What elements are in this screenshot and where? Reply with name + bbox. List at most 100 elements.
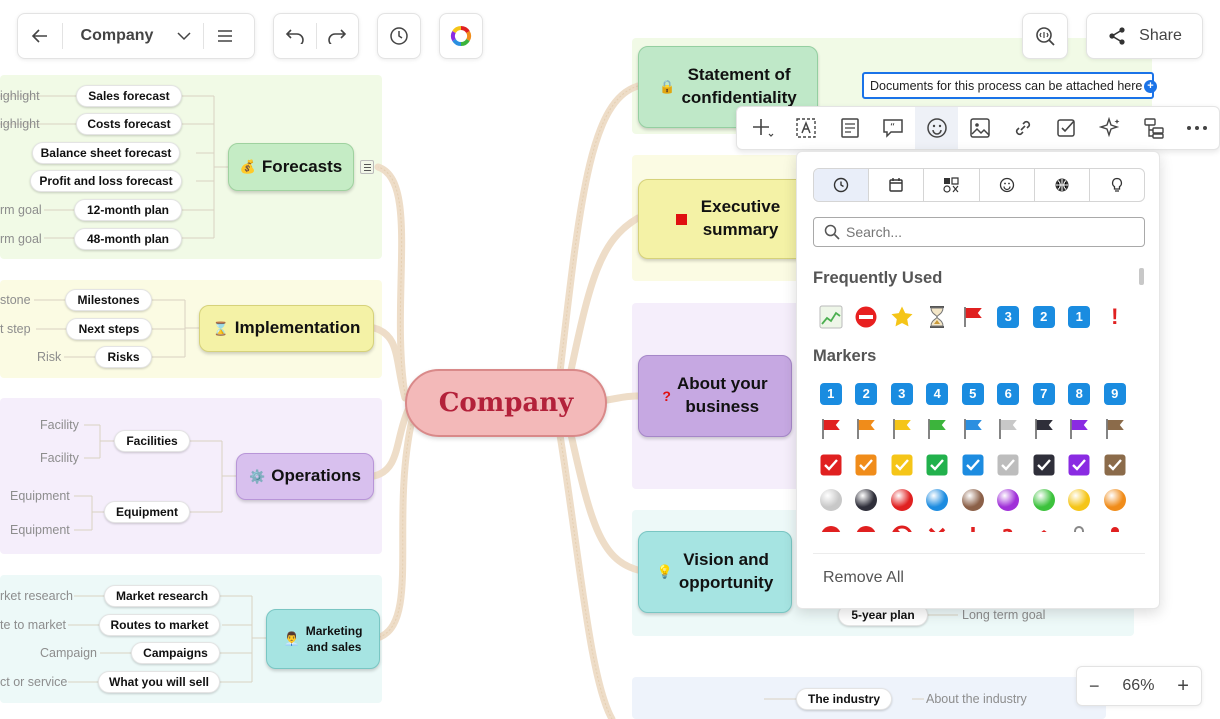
- subtopic-routes-to-market[interactable]: Routes to market: [99, 614, 220, 636]
- marker-symbol-8[interactable]: [1062, 518, 1098, 532]
- marker-hourglass[interactable]: [920, 299, 956, 335]
- marker-symbol-6[interactable]: ?: [991, 518, 1027, 532]
- undo-button[interactable]: [274, 14, 316, 58]
- ai-button[interactable]: [1089, 107, 1132, 149]
- tab-recent[interactable]: [814, 169, 870, 201]
- marker-number-1[interactable]: 1: [1062, 299, 1098, 335]
- marker-number-9[interactable]: 9: [1097, 376, 1133, 412]
- marker-check-3[interactable]: [884, 447, 920, 483]
- comment-button[interactable]: “: [871, 107, 914, 149]
- tab-ideas[interactable]: [1090, 169, 1144, 201]
- subtopic-equipment[interactable]: Equipment: [104, 501, 190, 523]
- zoom-fit-button[interactable]: [1022, 13, 1068, 59]
- marker-symbol-7[interactable]: [1026, 518, 1062, 532]
- more-button[interactable]: [1176, 107, 1219, 149]
- redo-button[interactable]: [317, 14, 358, 58]
- topic-operations[interactable]: ⚙️ Operations: [236, 453, 374, 500]
- topic-forecasts[interactable]: 💰 Forecasts: [228, 143, 354, 191]
- tab-calendar[interactable]: [869, 169, 925, 201]
- marker-check-2[interactable]: [849, 447, 885, 483]
- add-subtopic-icon[interactable]: +: [1144, 80, 1157, 93]
- marker-flag-1[interactable]: [813, 412, 849, 448]
- marker-flag-6[interactable]: [991, 412, 1027, 448]
- marker-flag-9[interactable]: [1097, 412, 1133, 448]
- marker-symbol-3[interactable]: [884, 518, 920, 532]
- marker-symbol-4[interactable]: [920, 518, 956, 532]
- zoom-in-button[interactable]: +: [1177, 674, 1189, 697]
- marker-search-box[interactable]: [813, 217, 1145, 247]
- text-style-button[interactable]: [784, 107, 827, 149]
- tab-symbols[interactable]: [924, 169, 980, 201]
- marker-flag-4[interactable]: [920, 412, 956, 448]
- marker-number-2[interactable]: 2: [849, 376, 885, 412]
- structure-button[interactable]: [1132, 107, 1175, 149]
- share-button[interactable]: Share: [1086, 13, 1203, 59]
- marker-flag-2[interactable]: [849, 412, 885, 448]
- marker-number-2[interactable]: 2: [1026, 299, 1062, 335]
- subtopic-sales-forecast[interactable]: Sales forecast: [76, 85, 182, 107]
- remove-all-button[interactable]: Remove All: [823, 569, 904, 586]
- subtopic-campaigns[interactable]: Campaigns: [131, 642, 220, 664]
- subtopic-milestones[interactable]: Milestones: [65, 289, 152, 311]
- marker-red-flag[interactable]: [955, 299, 991, 335]
- marker-dot-5[interactable]: [955, 483, 991, 519]
- marker-number-8[interactable]: 8: [1062, 376, 1098, 412]
- subtopic-12-month-plan[interactable]: 12-month plan: [74, 199, 182, 221]
- marker-flag-7[interactable]: [1026, 412, 1062, 448]
- image-button[interactable]: [958, 107, 1001, 149]
- marker-number-4[interactable]: 4: [920, 376, 956, 412]
- marker-check-5[interactable]: [955, 447, 991, 483]
- marker-exclamation[interactable]: !: [1097, 299, 1133, 335]
- marker-symbol-9[interactable]: [1097, 518, 1133, 532]
- panel-scrollbar[interactable]: [1139, 268, 1144, 285]
- note-button[interactable]: [828, 107, 871, 149]
- marker-flag-8[interactable]: [1062, 412, 1098, 448]
- marker-dot-1[interactable]: [813, 483, 849, 519]
- zoom-out-button[interactable]: −: [1089, 675, 1100, 696]
- back-button[interactable]: [18, 14, 62, 58]
- subtopic-market-research[interactable]: Market research: [104, 585, 220, 607]
- marker-dot-9[interactable]: [1097, 483, 1133, 519]
- task-button[interactable]: [1045, 107, 1088, 149]
- marker-number-5[interactable]: 5: [955, 376, 991, 412]
- subtopic-profit-loss-forecast[interactable]: Profit and loss forecast: [30, 170, 182, 192]
- title-dropdown-button[interactable]: [171, 14, 197, 58]
- document-title[interactable]: Company: [80, 27, 154, 44]
- marker-no-entry[interactable]: [849, 299, 885, 335]
- add-topic-button[interactable]: [741, 107, 784, 149]
- marker-check-1[interactable]: [813, 447, 849, 483]
- marker-number-6[interactable]: 6: [991, 376, 1027, 412]
- history-button[interactable]: [377, 13, 421, 59]
- marker-check-6[interactable]: [991, 447, 1027, 483]
- tab-activities[interactable]: [1035, 169, 1090, 201]
- emoji-button[interactable]: [914, 107, 959, 149]
- subtopic-what-you-will-sell[interactable]: What you will sell: [98, 671, 220, 693]
- link-button[interactable]: [1002, 107, 1045, 149]
- marker-dot-6[interactable]: [991, 483, 1027, 519]
- subtopic-costs-forecast[interactable]: Costs forecast: [76, 113, 182, 135]
- subtopic-balance-sheet-forecast[interactable]: Balance sheet forecast: [32, 142, 180, 164]
- marker-search-input[interactable]: [846, 224, 1126, 240]
- marker-check-9[interactable]: [1097, 447, 1133, 483]
- topic-implementation[interactable]: ⌛ Implementation: [199, 305, 374, 352]
- marker-number-3[interactable]: 3: [991, 299, 1027, 335]
- marker-check-7[interactable]: [1026, 447, 1062, 483]
- marker-symbol-5[interactable]: [955, 518, 991, 532]
- marker-flag-5[interactable]: [955, 412, 991, 448]
- marker-symbol-2[interactable]: [849, 518, 885, 532]
- marker-dot-8[interactable]: [1062, 483, 1098, 519]
- marker-dot-4[interactable]: [920, 483, 956, 519]
- marker-symbol-1[interactable]: [813, 518, 849, 532]
- marker-dot-7[interactable]: [1026, 483, 1062, 519]
- marker-trend-chart[interactable]: [813, 299, 849, 335]
- marker-number-3[interactable]: 3: [884, 376, 920, 412]
- subtopic-48-month-plan[interactable]: 48-month plan: [74, 228, 182, 250]
- marker-dot-2[interactable]: [849, 483, 885, 519]
- subtopic-risks[interactable]: Risks: [95, 346, 152, 368]
- tab-smileys[interactable]: [980, 169, 1035, 201]
